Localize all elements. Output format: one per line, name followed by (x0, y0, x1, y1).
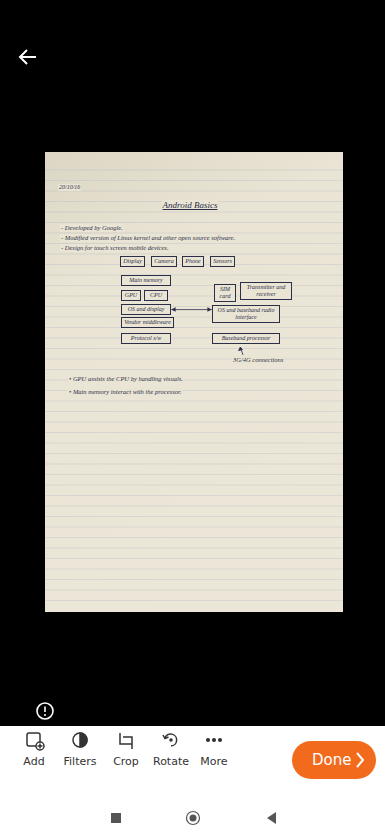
toolbar-label: Filters (64, 755, 97, 768)
note-text: • GPU assists the CPU by handling visual… (68, 375, 184, 383)
component-box: Phone (182, 256, 204, 267)
box-text: Phone (185, 258, 201, 265)
box-text: Baseband processor (215, 335, 277, 342)
info-icon (37, 703, 53, 719)
box-text: GPU (124, 292, 138, 299)
component-box: CPU (144, 290, 168, 301)
box-text: Display (123, 258, 142, 265)
component-box: Sensors (210, 256, 235, 267)
toolbar-label: Rotate (153, 755, 189, 768)
box-text: Transmitter and receiver (243, 284, 289, 298)
box-text: Protocol s/w (124, 335, 168, 342)
box-text: CPU (147, 292, 165, 299)
done-button: Done (292, 741, 376, 779)
component-box: Camera (151, 256, 177, 267)
component-box: Display (120, 256, 145, 267)
note-text: 3G/4G connections (232, 356, 284, 364)
component-box: Protocol s/w (121, 333, 171, 344)
ruled-lines (45, 170, 343, 601)
box-text: SIM card (217, 286, 233, 300)
note-text: - Design for touch screen mobile devices… (60, 244, 170, 252)
notebook-page (45, 152, 343, 612)
toolbar-panel (0, 726, 385, 832)
note-text: - Modified version of Linux kernel and o… (60, 234, 236, 242)
back-arrow-icon (20, 50, 36, 64)
box-text: Camera (154, 258, 174, 265)
box-text: Sensors (213, 258, 232, 265)
component-box: GPU (121, 290, 141, 301)
toolbar-label: More (200, 755, 227, 768)
component-box: Baseband processor (212, 333, 280, 344)
note-text: 20/10/16 (58, 184, 81, 191)
connector-arrow (172, 309, 212, 310)
box-text: Vendor middleware (124, 319, 171, 326)
box-text: OS and baseband radio interface (215, 307, 277, 321)
component-box: Transmitter and receiver (240, 282, 292, 300)
box-text: OS and display (124, 306, 168, 313)
note-text: • Main memory interact with the processo… (68, 388, 182, 396)
toolbar-label: Add (23, 755, 44, 768)
component-box: Vendor middleware (121, 317, 174, 328)
nav-bar (111, 812, 276, 825)
component-box: SIM card (214, 284, 236, 302)
component-box: OS and display (121, 304, 171, 315)
toolbar-icons (27, 733, 221, 750)
page-title: Android Basics (162, 200, 219, 211)
leader-arrow (239, 347, 243, 355)
box-text: Done (312, 751, 351, 769)
note-text: - Developed by Google. (60, 224, 124, 232)
component-box: Main memory (121, 275, 171, 286)
box-text: Main memory (124, 277, 168, 284)
toolbar-label: Crop (113, 755, 139, 768)
chevron-icon (357, 753, 363, 767)
component-box: OS and baseband radio interface (212, 305, 280, 323)
